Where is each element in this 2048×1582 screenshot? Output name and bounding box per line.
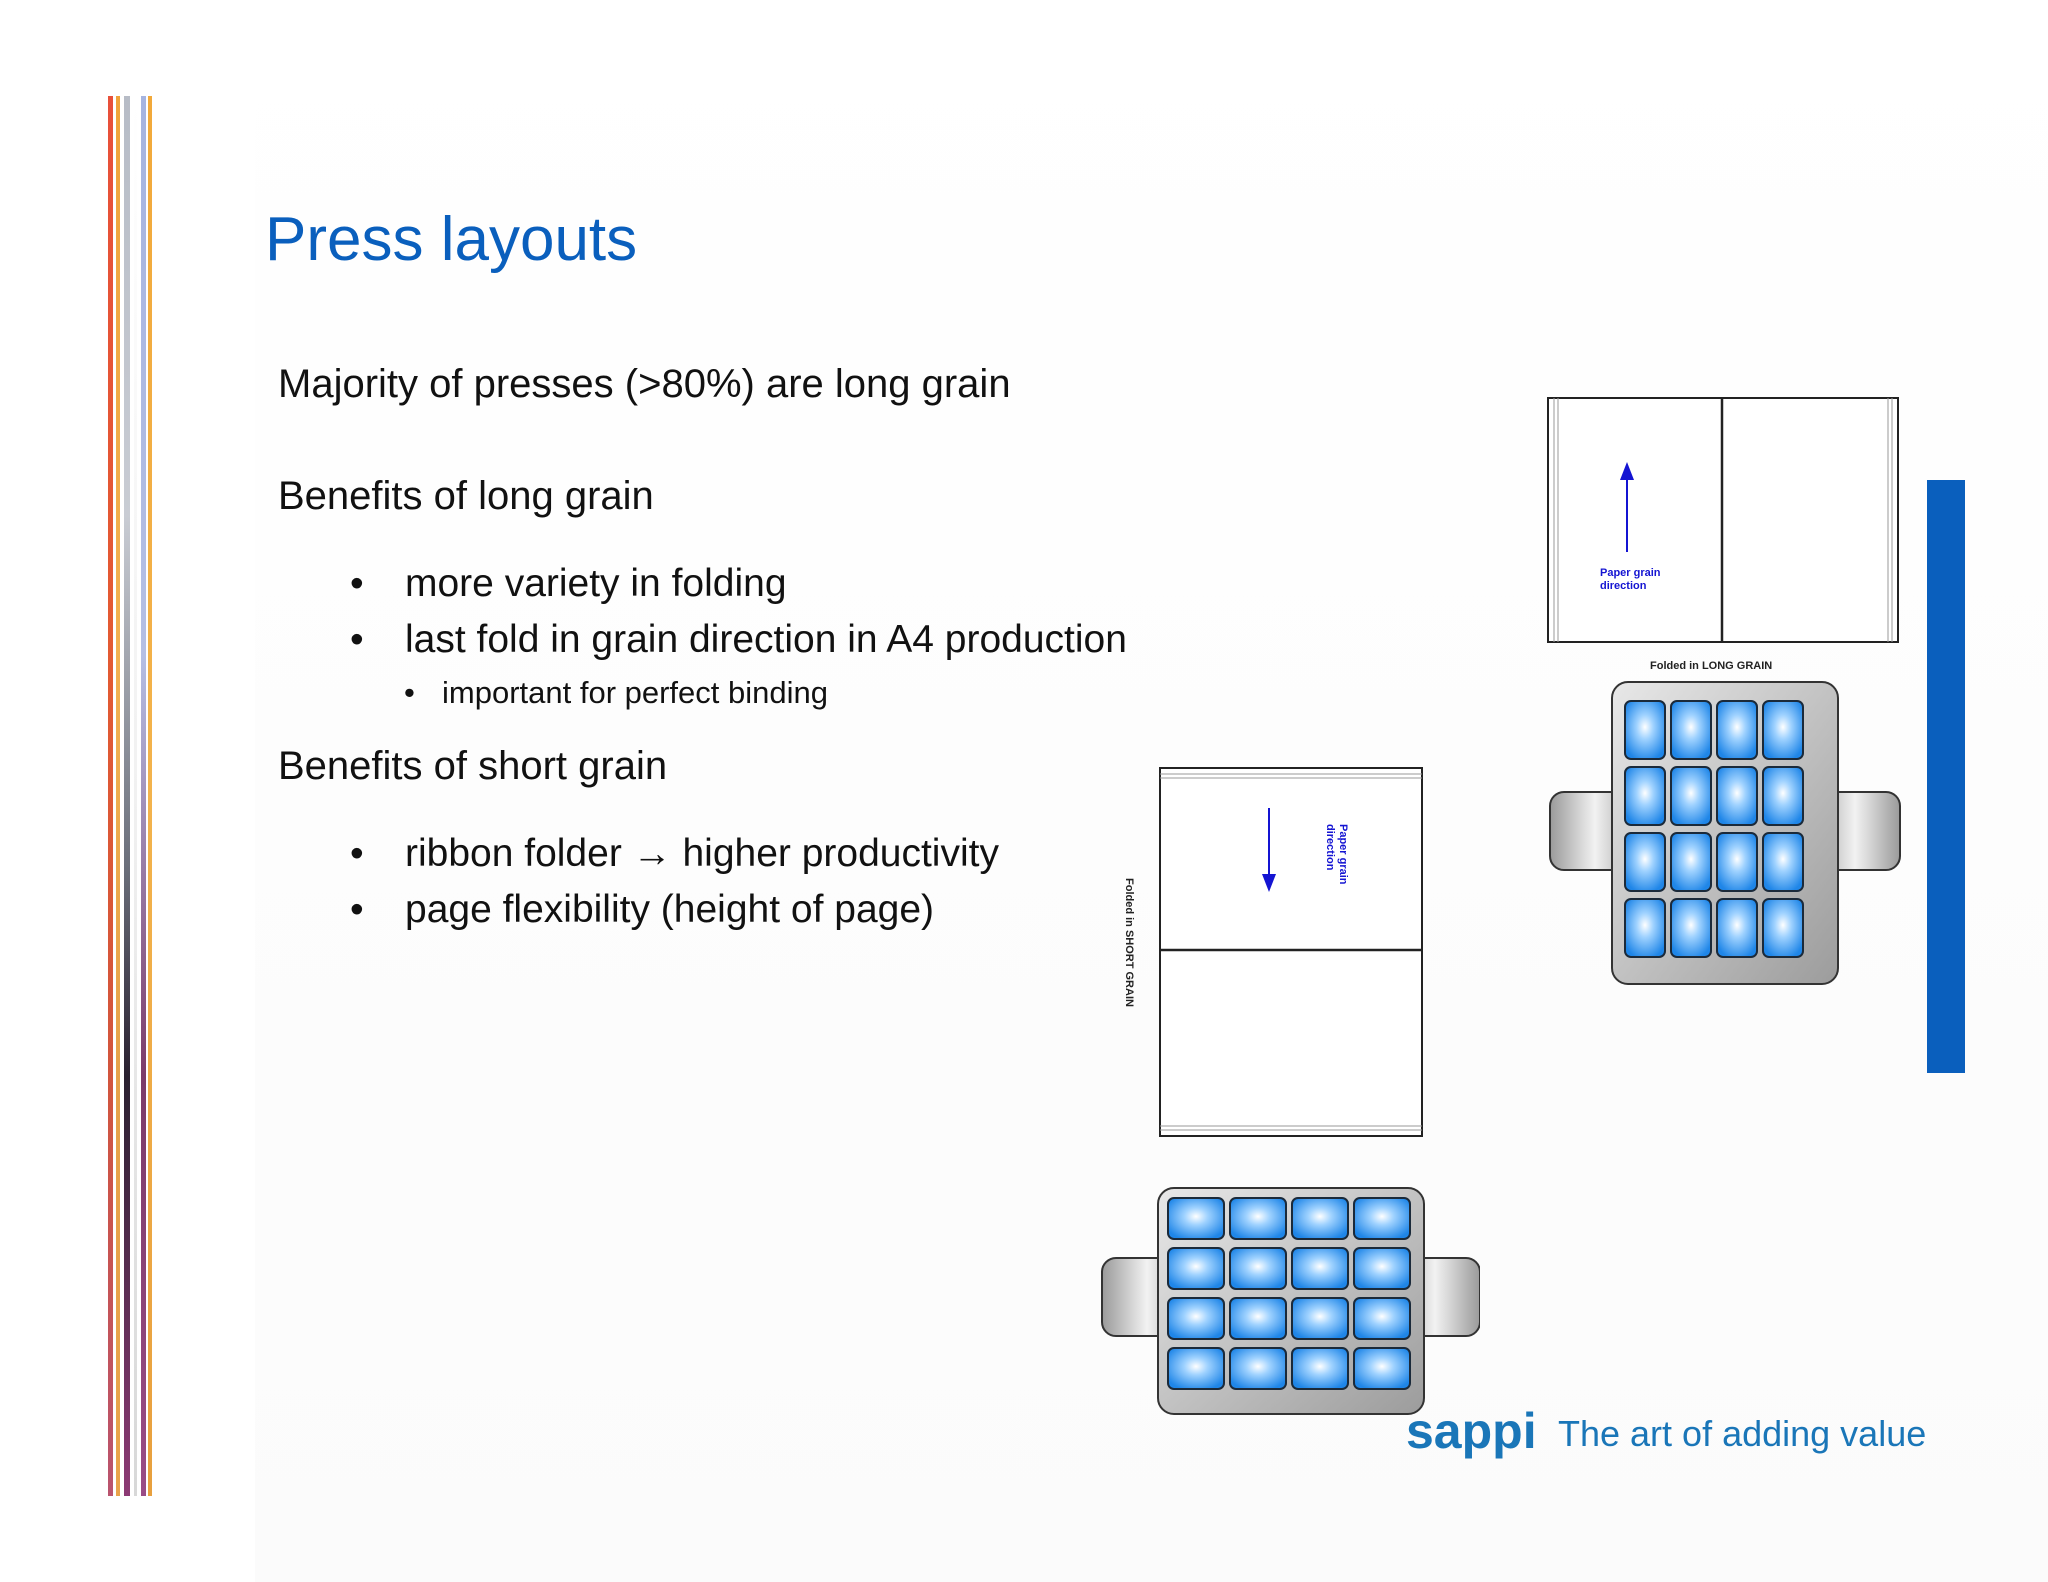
press-cell <box>1762 700 1804 760</box>
press-cell <box>1291 1347 1349 1390</box>
intro-text: Majority of presses (>80%) are long grai… <box>278 362 1011 406</box>
footer-tagline: The art of adding value <box>1558 1413 1927 1454</box>
sub-bullet-glyph: • <box>404 675 415 710</box>
press-cells <box>1624 700 1804 958</box>
press-cell <box>1167 1197 1225 1240</box>
long-grain-diagram: Paper grain direction Folded in LONG GRA… <box>1547 397 1901 985</box>
press-cell <box>1624 832 1666 892</box>
press-cell <box>1670 700 1712 760</box>
press-cell <box>1716 898 1758 958</box>
press-cell <box>1229 1297 1287 1340</box>
press-cell <box>1624 898 1666 958</box>
grain-label-line-1: Paper grain <box>1600 567 1661 579</box>
press-cells <box>1167 1197 1411 1390</box>
bullet-glyph: • <box>350 562 364 605</box>
press-cell <box>1167 1297 1225 1340</box>
press-cell <box>1762 898 1804 958</box>
press-cell <box>1716 766 1758 826</box>
press-cell <box>1167 1247 1225 1290</box>
press-cell <box>1229 1347 1287 1390</box>
grain-label-line-2: direction <box>1324 824 1336 871</box>
press-cell <box>1229 1197 1287 1240</box>
sappi-logo: sappi <box>1406 1403 1537 1459</box>
accent-bar <box>1927 480 1965 1073</box>
short-grain-caption: Folded in SHORT GRAIN <box>1123 878 1135 1007</box>
grain-label-line-2: direction <box>1600 580 1647 592</box>
long-grain-sub-bullet-1: important for perfect binding <box>442 675 828 710</box>
bullet-glyph: • <box>350 888 364 931</box>
press-cell <box>1229 1247 1287 1290</box>
short-grain-heading: Benefits of short grain <box>278 744 668 788</box>
press-cell <box>1670 898 1712 958</box>
long-grain-heading: Benefits of long grain <box>278 474 654 518</box>
grain-label-line-1: Paper grain <box>1337 824 1349 885</box>
press-cell <box>1353 1197 1411 1240</box>
press-cell <box>1353 1247 1411 1290</box>
press-cell <box>1167 1347 1225 1390</box>
press-cell <box>1353 1347 1411 1390</box>
press-cell <box>1762 832 1804 892</box>
short-grain-bullet-2: page flexibility (height of page) <box>405 888 934 931</box>
press-cell <box>1624 766 1666 826</box>
long-grain-bullet-1: more variety in folding <box>405 562 787 605</box>
press-cell <box>1670 832 1712 892</box>
press-cell <box>1716 700 1758 760</box>
press-cell <box>1353 1297 1411 1340</box>
arrow-down-icon <box>1262 874 1276 892</box>
bullet-glyph: • <box>350 618 364 661</box>
page-title: Press layouts <box>265 205 638 274</box>
press-cell <box>1716 832 1758 892</box>
long-grain-bullet-2: last fold in grain direction in A4 produ… <box>405 618 1127 661</box>
press-cell <box>1624 700 1666 760</box>
press-cell <box>1291 1247 1349 1290</box>
long-grain-caption: Folded in LONG GRAIN <box>1650 660 1772 672</box>
bullet-glyph: • <box>350 832 364 875</box>
press-cell <box>1291 1197 1349 1240</box>
decorative-stripes <box>108 96 168 1496</box>
short-grain-diagram: Paper grain direction Folded in SHORT GR… <box>1101 767 1480 1415</box>
short-grain-bullet-1: ribbon folder → higher productivity <box>405 832 999 875</box>
press-cell <box>1762 766 1804 826</box>
arrow-up-icon <box>1620 462 1634 480</box>
press-cell <box>1670 766 1712 826</box>
press-cell <box>1291 1297 1349 1340</box>
